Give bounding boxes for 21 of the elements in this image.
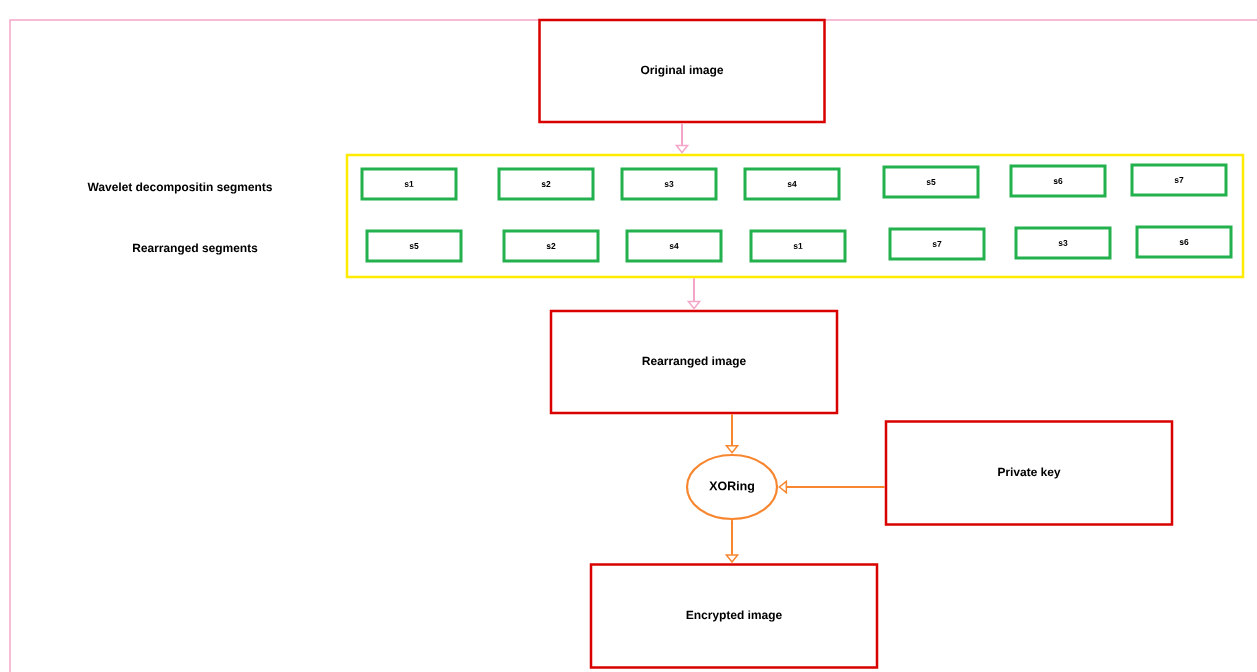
segment-box: s3 (1014, 226, 1112, 260)
segment-box: s2 (502, 229, 600, 263)
process-box: Private key (884, 420, 1174, 526)
segment-box: s7 (1130, 163, 1228, 197)
segment-box: s5 (882, 165, 980, 199)
row-label: Wavelet decompositin segments (87, 182, 272, 194)
segment-box: s3 (620, 167, 718, 201)
process-box: Rearranged image (549, 309, 839, 415)
segment-box: s6 (1009, 164, 1107, 198)
segment-box: s6 (1135, 225, 1233, 259)
segment-box: s5 (365, 229, 463, 263)
process-box: Encrypted image (589, 563, 879, 669)
segment-box: s4 (743, 167, 841, 201)
segment-box: s4 (625, 229, 723, 263)
segment-box: s2 (497, 167, 595, 201)
row-label: Rearranged segments (133, 243, 258, 255)
segment-box: s1 (360, 167, 458, 201)
process-box: Original image (538, 18, 826, 124)
segment-box: s1 (749, 229, 847, 263)
segments-panel (345, 153, 1245, 279)
segment-box: s7 (888, 227, 986, 261)
